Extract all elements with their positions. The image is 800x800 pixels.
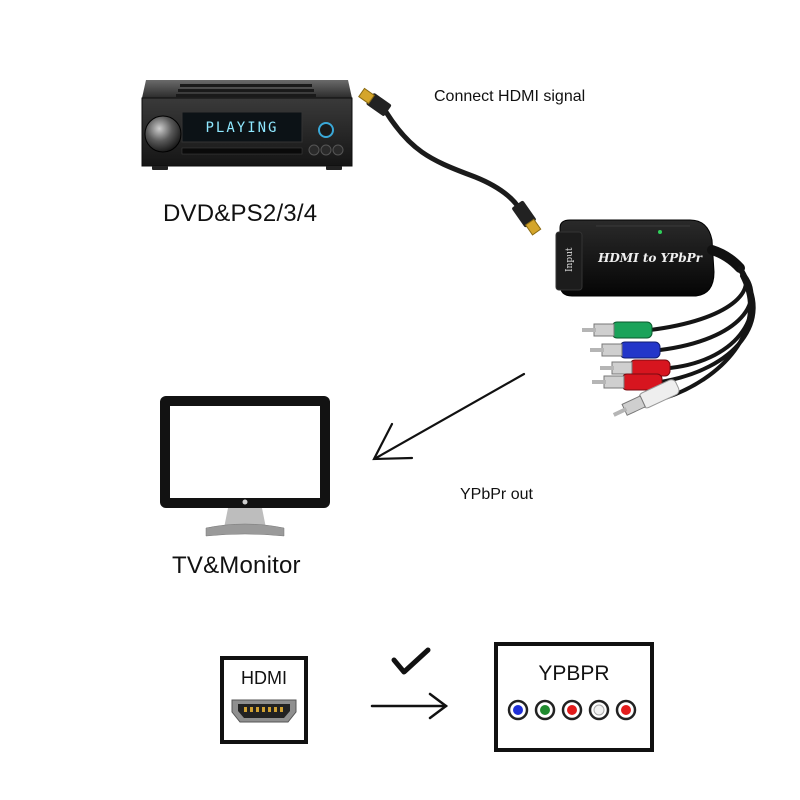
ypbpr-port-dot-blue-0	[513, 705, 523, 715]
dvd-player: PLAYING	[141, 80, 353, 170]
ypbpr-port-dot-green-1	[540, 705, 550, 715]
hdmi-in-label: Connect HDMI signal	[434, 88, 586, 105]
dvd-display-text: PLAYING	[205, 120, 278, 136]
ypbpr-out-label: YPbPr out	[460, 486, 533, 503]
led-indicator	[658, 230, 662, 234]
volume-knob	[144, 115, 182, 153]
rca-plug-white	[612, 379, 680, 417]
hdmi-port-icon	[231, 699, 297, 723]
ypbpr-port-dot-white-3	[593, 704, 605, 716]
legend-hdmi-box: HDMI	[220, 656, 308, 744]
legend-ypbpr-label: YPBPR	[538, 662, 609, 685]
tv-monitor	[160, 396, 330, 537]
rca-plug-red-2	[592, 373, 663, 391]
right-arrow-icon	[370, 692, 449, 720]
converter-body-text: HDMI to YPbPr	[597, 251, 704, 265]
hdmi-to-ypbpr-converter: Input HDMI to YPbPr	[555, 219, 745, 297]
legend-hdmi-label: HDMI	[241, 668, 287, 688]
ypbpr-port-dot-red-4	[621, 705, 631, 715]
vent-grille	[176, 84, 316, 97]
ypbpr-port-row	[507, 699, 637, 721]
rca-plug-blue	[590, 341, 661, 359]
hdmi-cable	[358, 87, 542, 236]
converter-port-text: Input	[565, 247, 575, 272]
display-device-label: TV&Monitor	[172, 552, 301, 579]
rca-plug-green	[582, 321, 653, 339]
check-icon	[391, 647, 431, 675]
output-arrow	[372, 372, 526, 461]
power-button	[318, 122, 334, 138]
rca-plug-red-1	[600, 359, 671, 377]
component-cables	[648, 266, 756, 400]
ypbpr-port-dot-red-2	[567, 705, 577, 715]
source-device-label: DVD&PS2/3/4	[163, 200, 318, 227]
legend-ypbpr-box: YPBPR	[494, 642, 654, 752]
